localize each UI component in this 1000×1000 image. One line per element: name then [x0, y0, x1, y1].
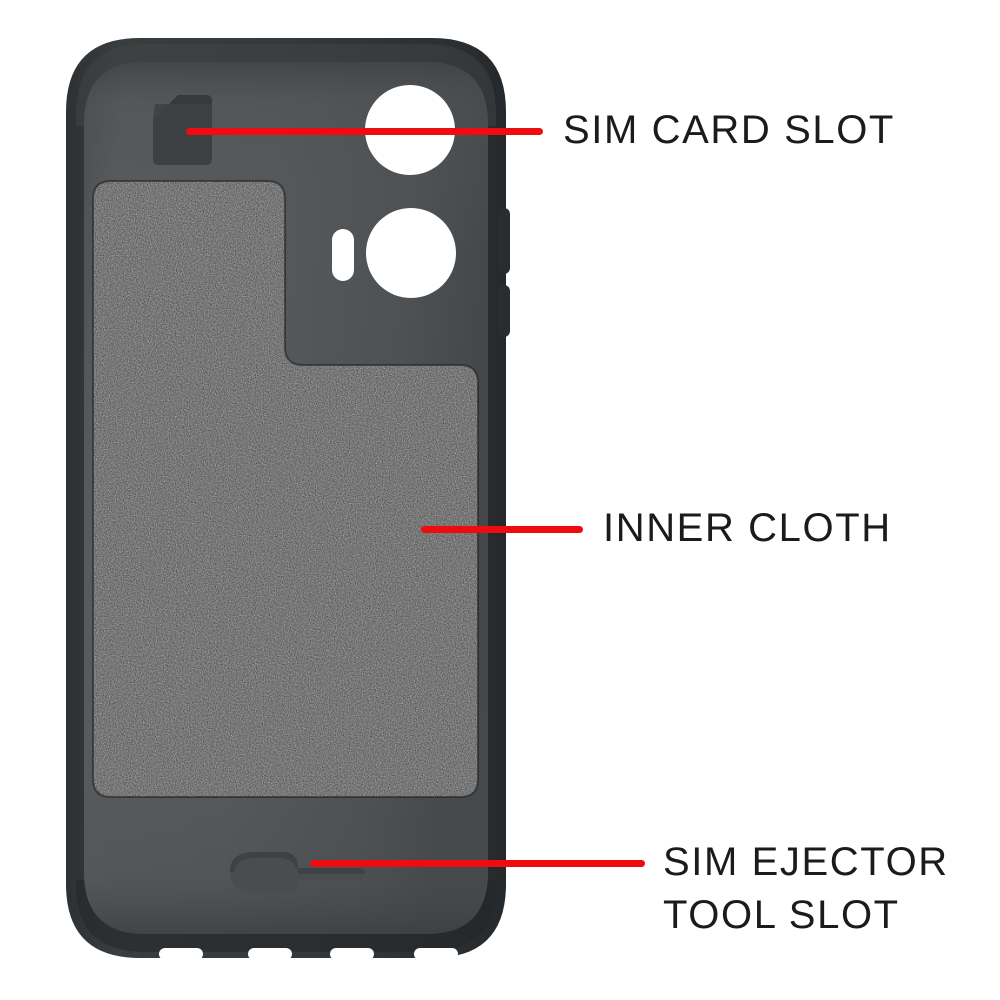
callout-label-sim-card-slot: SIM CARD SLOT — [563, 108, 895, 152]
camera-cutout-bottom — [366, 208, 456, 298]
flash-cutout — [332, 229, 354, 281]
volume-button-bump — [498, 208, 510, 274]
power-button-bump — [498, 285, 510, 337]
callout-label-inner-cloth: INNER CLOTH — [603, 506, 892, 550]
inner-cloth-outline — [92, 180, 479, 798]
callout-line-sim-card-slot — [186, 128, 543, 135]
sim-card-slot-cutout — [153, 95, 212, 165]
side-button-cutouts — [498, 208, 510, 337]
bottom-port-notches — [159, 948, 458, 960]
callout-label-sim-ejector-tool-slot: SIM EJECTOR TOOL SLOT — [663, 840, 949, 937]
callout-line-sim-ejector-tool-slot — [310, 860, 645, 867]
sim-ejector-tool-slot-cutout — [230, 852, 365, 893]
callout-line-inner-cloth — [421, 526, 583, 533]
